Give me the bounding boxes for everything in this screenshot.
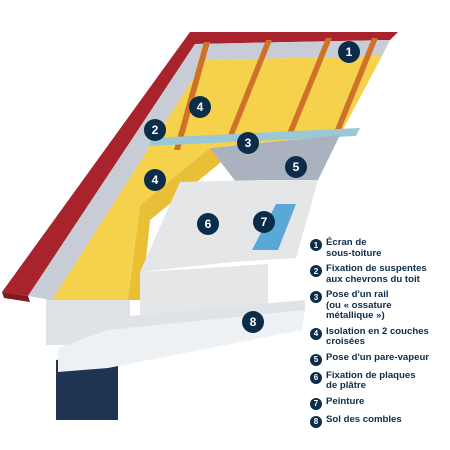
insulation-shade xyxy=(128,148,236,300)
legend-item: 7 Peinture xyxy=(310,395,450,410)
legend-text: Pose d'un rail (ou « ossature métallique… xyxy=(326,289,392,321)
marker-circle xyxy=(197,213,219,235)
marker-circle xyxy=(237,132,259,154)
marker-number: 4 xyxy=(197,100,204,114)
legend-item: 1 Écran de sous-toiture xyxy=(310,237,450,259)
legend-item: 8 Sol des combles xyxy=(310,413,450,428)
legend-number: 7 xyxy=(310,397,322,410)
marker-circle xyxy=(338,41,360,63)
legend: 1 Écran de sous-toiture 2 Fixation de suspe… xyxy=(310,237,450,433)
rafters xyxy=(174,38,378,150)
marker-circle xyxy=(253,211,275,233)
marker-circle xyxy=(144,169,166,191)
legend-number: 8 xyxy=(310,415,322,428)
legend-text: Écran de sous-toiture xyxy=(326,237,382,259)
legend-number: 5 xyxy=(310,353,322,366)
marker-circle xyxy=(242,311,264,333)
marker-number: 3 xyxy=(245,136,252,150)
marker-number: 4 xyxy=(152,173,159,187)
marker-circle xyxy=(285,156,307,178)
plasterboard-panel xyxy=(208,264,268,312)
marker-circle xyxy=(144,119,166,141)
legend-text: Isolation en 2 couches croisées xyxy=(326,325,429,347)
marker-number: 8 xyxy=(250,315,257,329)
attic-floor-top xyxy=(108,300,305,330)
marker-circle xyxy=(189,96,211,118)
marker-number: 7 xyxy=(261,215,268,229)
number-markers: 1 2 3 4 4 5 6 7 8 xyxy=(144,41,360,333)
plasterboard-panel xyxy=(140,268,208,318)
marker-number: 1 xyxy=(346,45,353,59)
rafter xyxy=(174,42,210,150)
rafter xyxy=(286,38,332,136)
legend-text: Pose d'un pare-vapeur xyxy=(326,351,430,363)
legend-text: Peinture xyxy=(326,395,365,407)
legend-number: 2 xyxy=(310,265,322,277)
legend-text: Fixation de plaques de plâtre xyxy=(326,369,416,391)
roof-edge xyxy=(2,292,30,302)
legend-text: Sol des combles xyxy=(326,413,402,425)
marker-number: 5 xyxy=(293,160,300,174)
legend-item: 5 Pose d'un pare-vapeur xyxy=(310,351,450,366)
legend-number: 6 xyxy=(310,371,322,384)
legend-item: 6 Fixation de plaques de plâtre xyxy=(310,369,450,392)
rafter xyxy=(334,38,378,132)
legend-number: 4 xyxy=(310,327,322,340)
rafter xyxy=(226,40,272,140)
marker-number: 2 xyxy=(152,123,159,137)
legend-item: 2 Fixation de suspentes aux chevrons du t… xyxy=(310,263,450,285)
under-roof-membrane xyxy=(28,40,390,300)
legend-text: Fixation de suspentes aux chevrons du to… xyxy=(326,263,427,285)
legend-item: 3 Pose d'un rail (ou « ossature métalliqu… xyxy=(310,289,450,322)
legend-number: 3 xyxy=(310,291,322,303)
paint-area xyxy=(252,204,296,250)
roof-covering xyxy=(2,32,398,296)
legend-number: 1 xyxy=(310,239,322,251)
marker-number: 6 xyxy=(205,217,212,231)
legend-item: 4 Isolation en 2 couches croisées xyxy=(310,325,450,348)
